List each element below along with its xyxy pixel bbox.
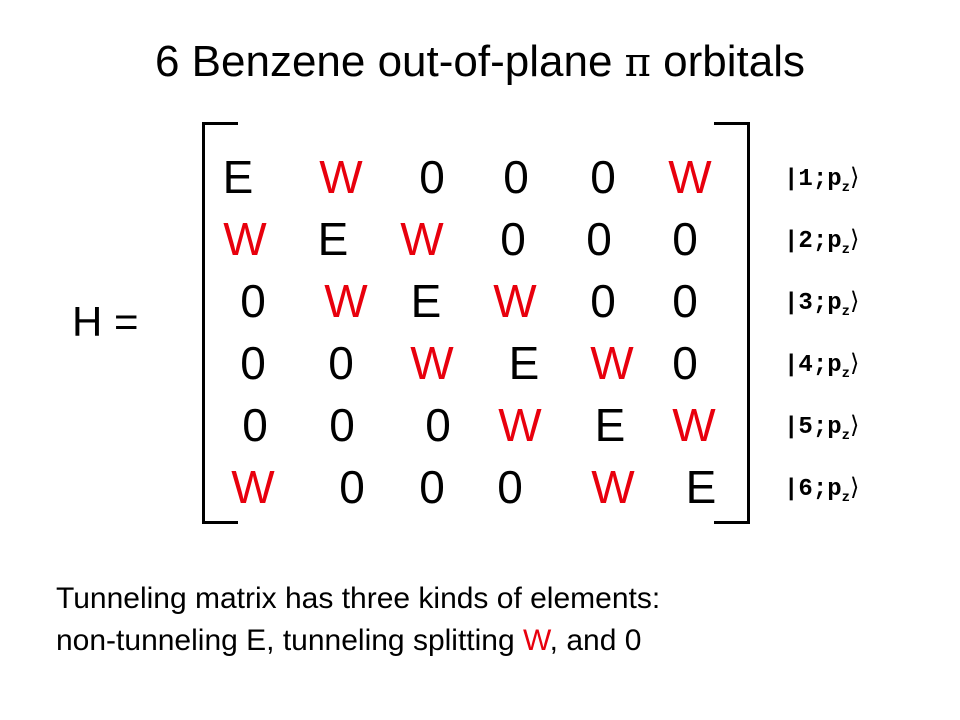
matrix-cell: 0 [672, 213, 698, 265]
matrix-cell: W [493, 275, 537, 327]
matrix-cell: 0 [419, 151, 445, 203]
caption-line-2: non-tunneling E, tunneling splitting W, … [56, 624, 642, 657]
matrix-cell: W [498, 399, 542, 451]
matrix-cell: 0 [419, 461, 445, 513]
title-suffix: orbitals [650, 37, 806, 86]
hamiltonian-label: H = [72, 298, 139, 345]
matrix-cell: W [590, 337, 634, 389]
matrix-cell: 0 [672, 337, 698, 389]
matrix-cell: 0 [240, 337, 266, 389]
matrix-cell: 0 [590, 151, 616, 203]
title-prefix: 6 Benzene out-of-plane [154, 37, 625, 86]
matrix-cell: 0 [672, 275, 698, 327]
matrix-cell: 0 [590, 275, 616, 327]
matrix-cell: W [223, 213, 267, 265]
matrix-cell: W [324, 275, 368, 327]
matrix-cell: E [317, 213, 349, 265]
matrix-cell: 0 [242, 399, 268, 451]
basis-ket: |1;pz⟩ [784, 163, 860, 196]
pi-symbol: π [624, 40, 651, 86]
basis-ket: |3;pz⟩ [784, 287, 860, 320]
caption: Tunneling matrix has three kinds of elem… [56, 578, 660, 662]
matrix-right-bracket [714, 122, 750, 524]
matrix-cell: W [410, 337, 454, 389]
matrix-cell: 0 [503, 151, 529, 203]
matrix-left-bracket [202, 122, 238, 524]
caption-line-1: Tunneling matrix has three kinds of elem… [56, 582, 661, 615]
matrix-cell: E [410, 275, 442, 327]
matrix-cell: 0 [329, 399, 355, 451]
matrix-cell: E [685, 461, 717, 513]
slide-title: 6 Benzene out-of-plane π orbitals [0, 34, 960, 91]
matrix-cell: 0 [328, 337, 354, 389]
basis-ket: |6;pz⟩ [784, 473, 860, 506]
matrix-cell: 0 [339, 461, 365, 513]
matrix-cell: W [591, 461, 635, 513]
matrix-cell: 0 [425, 399, 451, 451]
matrix-cell: W [400, 213, 444, 265]
matrix-cell: 0 [586, 213, 612, 265]
matrix-cell: 0 [497, 461, 523, 513]
matrix-cell: W [672, 399, 716, 451]
matrix-cell: W [231, 461, 275, 513]
matrix-cell: E [594, 399, 626, 451]
matrix-cell: 0 [500, 213, 526, 265]
basis-ket: |5;pz⟩ [784, 411, 860, 444]
matrix-cell: E [508, 337, 540, 389]
matrix-cell: W [668, 151, 712, 203]
matrix-cell: W [319, 151, 363, 203]
basis-ket: |2;pz⟩ [784, 225, 860, 258]
matrix-cell: 0 [240, 275, 266, 327]
basis-ket: |4;pz⟩ [784, 349, 860, 382]
matrix-cell: E [222, 151, 254, 203]
